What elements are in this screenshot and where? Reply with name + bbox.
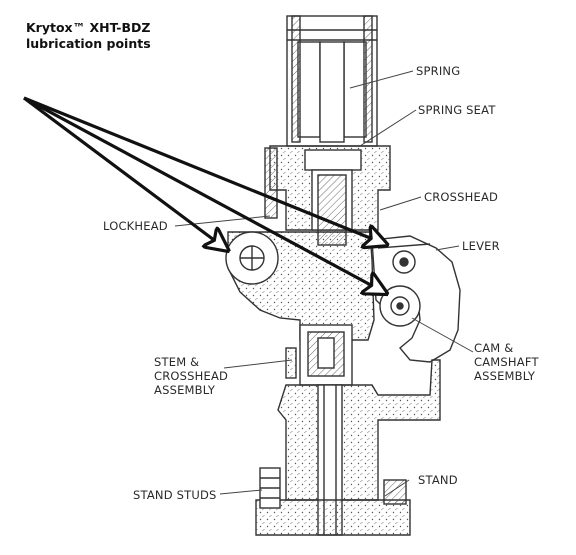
label-stem-line-2: CROSSHEAD bbox=[154, 369, 229, 383]
stem-assembly bbox=[285, 324, 353, 386]
arrow-to-lockhead bbox=[23, 96, 222, 246]
diagram-title: Krytox™ XHT-BDZ lubrication points bbox=[26, 20, 151, 52]
label-cam-line-2: CAMSHAFT bbox=[474, 355, 539, 369]
label-spring-seat: SPRING SEAT bbox=[418, 103, 496, 117]
title-line-1: Krytox™ XHT-BDZ bbox=[26, 20, 151, 35]
title-line-2: lubrication points bbox=[26, 36, 151, 51]
label-cam-line-1: CAM & bbox=[474, 341, 514, 355]
leader-lines bbox=[174, 70, 474, 497]
label-lockhead: LOCKHEAD bbox=[103, 219, 168, 233]
label-stand-studs: STAND STUDS bbox=[133, 488, 217, 502]
label-stem-line-1: STEM & bbox=[154, 355, 200, 369]
spring-seat bbox=[264, 145, 391, 246]
label-crosshead: CROSSHEAD bbox=[424, 190, 499, 204]
label-cam-line-3: ASSEMBLY bbox=[474, 369, 536, 383]
label-spring: SPRING bbox=[416, 64, 461, 78]
lower-body bbox=[255, 359, 441, 536]
arrow-to-cam bbox=[23, 96, 380, 290]
spring-housing bbox=[286, 15, 378, 147]
label-cam-camshaft-assembly: CAM & CAMSHAFT ASSEMBLY bbox=[474, 341, 539, 383]
label-stem-crosshead-assembly: STEM & CROSSHEAD ASSEMBLY bbox=[154, 355, 228, 397]
arrow-to-lever bbox=[23, 96, 380, 242]
label-stand: STAND bbox=[418, 473, 458, 487]
lever-cam bbox=[371, 235, 461, 363]
lubrication-arrows bbox=[23, 96, 380, 290]
label-lever: LEVER bbox=[462, 239, 500, 253]
label-stem-line-3: ASSEMBLY bbox=[154, 383, 216, 397]
